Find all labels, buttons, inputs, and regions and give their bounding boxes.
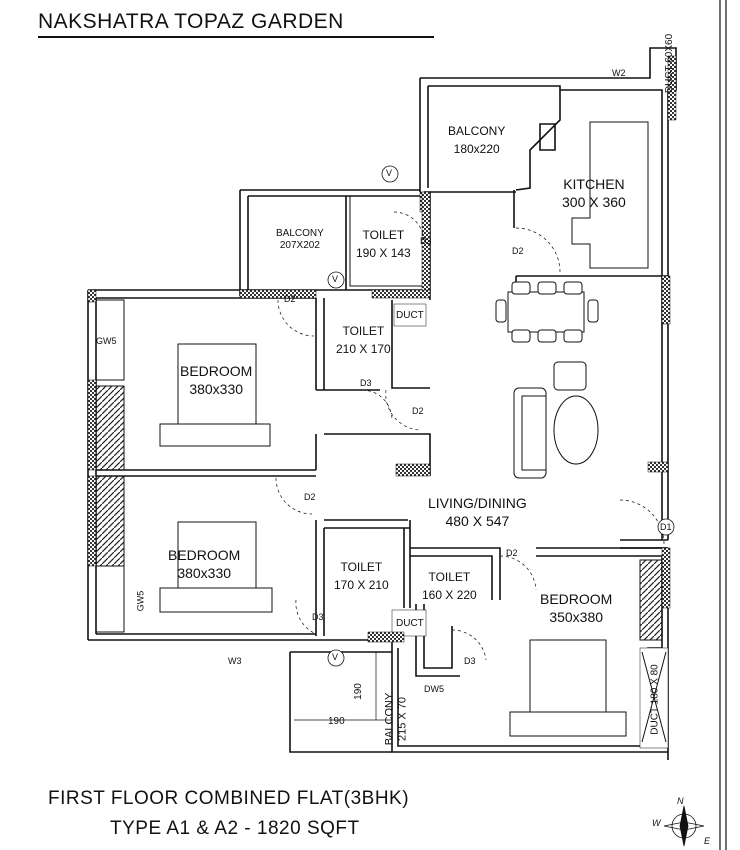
duct-low-label: DUCT <box>396 618 424 629</box>
room-balcony-left: BALCONY 207X202 <box>276 228 324 252</box>
room-size: 350x380 <box>549 609 604 625</box>
room-name: BALCONY <box>276 228 324 239</box>
door-tag-d3-a: D3 <box>420 236 432 246</box>
window-tag-gw5-b: GW5 <box>135 590 146 612</box>
room-bedroom-3: BEDROOM 350x380 <box>540 590 612 626</box>
compass-w: W <box>652 818 661 828</box>
furniture <box>159 281 667 743</box>
room-name: BEDROOM <box>540 591 613 607</box>
room-size: 210 X 170 <box>336 342 391 356</box>
room-kitchen: KITCHEN 300 X 360 <box>562 175 626 211</box>
door-tag-d2-a: D2 <box>284 294 296 304</box>
room-name: TOILET <box>342 324 385 338</box>
wardrobes <box>95 299 663 641</box>
duct-top-label: DUCT 60X60 <box>664 33 676 94</box>
room-size: 207X202 <box>279 240 320 251</box>
room-name: BEDROOM <box>168 547 241 563</box>
room-size: 380x330 <box>189 381 244 397</box>
room-bedroom-2: BEDROOM 380x330 <box>168 546 240 582</box>
room-balcony-top: BALCONY 180x220 <box>448 122 505 158</box>
dimension-lines <box>294 652 392 721</box>
compass-rose <box>663 805 705 847</box>
room-name: KITCHEN <box>563 176 625 192</box>
compass-e: E <box>704 836 711 846</box>
door-tag-d2-c: D2 <box>412 406 424 416</box>
compass-n: N <box>677 796 684 806</box>
dimension-vertical: 190 <box>352 683 364 700</box>
room-toilet-mid: TOILET 210 X 170 <box>336 322 391 358</box>
room-size: 300 X 360 <box>562 194 626 210</box>
room-name: BALCONY <box>383 692 396 746</box>
door-tag-d2-b: D2 <box>512 246 524 256</box>
door-tag-d3-b: D3 <box>360 378 372 388</box>
room-size: 160 X 220 <box>422 588 477 602</box>
room-size: 180x220 <box>453 142 500 156</box>
window-tag-w2: W2 <box>612 68 626 78</box>
room-name: TOILET <box>362 228 405 242</box>
room-size: 190 X 143 <box>356 246 411 260</box>
room-name: TOILET <box>340 560 383 574</box>
duct-mid-label: DUCT <box>396 310 424 321</box>
door-tag-d2-e: D2 <box>506 548 518 558</box>
door-swings <box>275 211 665 661</box>
room-name: BEDROOM <box>180 363 253 379</box>
dimension-horizontal: 190 <box>328 716 345 727</box>
room-toilet-top: TOILET 190 X 143 <box>356 226 411 262</box>
room-balcony-bottom: BALCONY 215 X 70 <box>383 693 409 746</box>
room-size: 480 X 547 <box>445 513 510 529</box>
door-tag-v3: V <box>332 652 339 662</box>
window-tag-w3: W3 <box>228 656 242 666</box>
door-tag-d2-d: D2 <box>304 492 316 502</box>
room-size: 170 X 210 <box>334 578 389 592</box>
room-toilet-b1: TOILET 170 X 210 <box>334 558 389 594</box>
room-name: BALCONY <box>448 124 506 138</box>
room-size: 215 X 70 <box>396 696 409 742</box>
room-toilet-b2: TOILET 160 X 220 <box>422 568 477 604</box>
door-tag-v1: V <box>386 168 393 178</box>
plan-title: FIRST FLOOR COMBINED FLAT(3BHK) <box>48 788 410 809</box>
room-size: 380x330 <box>177 565 232 581</box>
window-tag-gw5-a: GW5 <box>96 336 117 346</box>
room-name: TOILET <box>428 570 471 584</box>
door-tag-d1: D1 <box>660 522 672 532</box>
door-markers <box>327 165 675 667</box>
window-tag-dw5: DW5 <box>424 684 444 694</box>
duct-right-label: DUCT 180 X 80 <box>649 664 661 735</box>
room-name: LIVING/DINING <box>428 495 527 511</box>
project-title: NAKSHATRA TOPAZ GARDEN <box>38 10 344 33</box>
room-living-dining: LIVING/DINING 480 X 547 <box>428 494 527 530</box>
door-tag-d3-c: D3 <box>312 612 324 622</box>
door-tag-d3-d: D3 <box>464 656 476 666</box>
plan-subtitle: TYPE A1 & A2 - 1820 SQFT <box>110 818 360 839</box>
door-tag-v2: V <box>332 274 339 284</box>
sheet-border <box>719 0 727 850</box>
room-bedroom-1: BEDROOM 380x330 <box>180 362 252 398</box>
